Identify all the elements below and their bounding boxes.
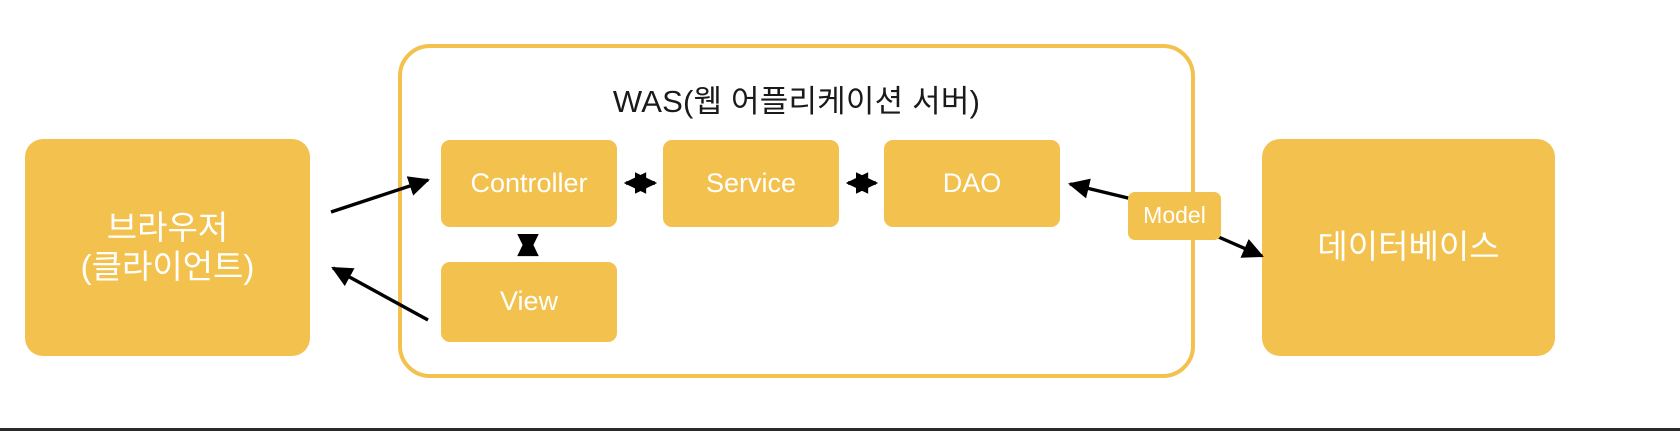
- controller-node: Controller: [441, 140, 617, 227]
- was-title: WAS(웹 어플리케이션 서버): [612, 84, 981, 119]
- model-node: Model: [1128, 192, 1221, 240]
- dao-node: DAO: [884, 140, 1060, 227]
- service-node: Service: [663, 140, 839, 227]
- database-node: 데이터베이스: [1262, 139, 1555, 356]
- browser-client-node: 브라우저 (클라이언트): [25, 139, 310, 356]
- arrow-model-to-database: [1213, 233, 1264, 258]
- view-node: View: [441, 262, 617, 342]
- bottom-divider: [0, 428, 1680, 431]
